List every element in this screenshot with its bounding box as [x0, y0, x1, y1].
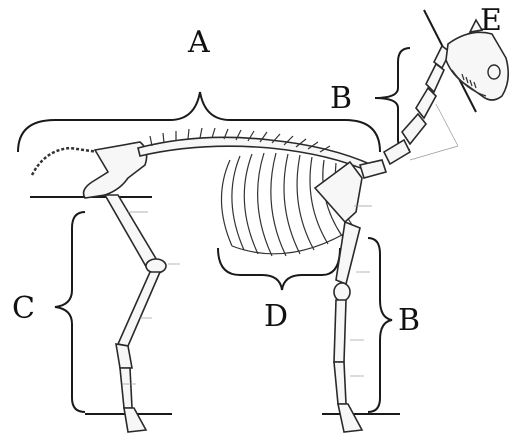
label-b-neck: B — [330, 81, 352, 116]
spine — [138, 137, 372, 172]
front-leg — [334, 222, 362, 432]
tail-vertebrae — [32, 148, 98, 175]
bracket-d — [218, 248, 340, 290]
label-c: C — [12, 291, 35, 326]
neck-vertebrae — [360, 46, 450, 178]
skull — [446, 32, 508, 100]
label-b-leg: B — [398, 303, 420, 338]
label-e: E — [480, 3, 502, 38]
bracket-c — [55, 212, 85, 412]
bracket-b-leg — [368, 238, 392, 412]
scapula — [315, 162, 362, 222]
label-d: D — [264, 299, 288, 334]
skeleton-drawing — [32, 20, 508, 432]
label-a: A — [187, 25, 210, 60]
hind-leg — [105, 195, 166, 432]
